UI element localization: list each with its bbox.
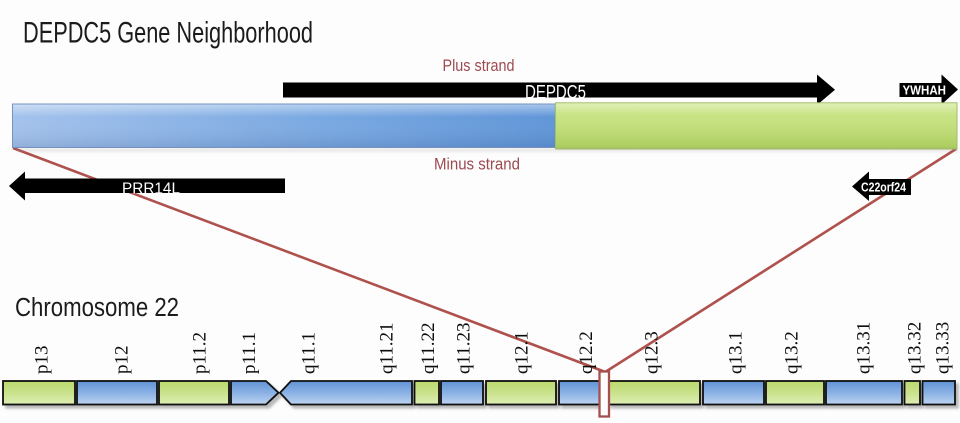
svg-text:Chromosome 22: Chromosome 22 <box>15 294 179 322</box>
svg-text:q13.2: q13.2 <box>782 331 803 374</box>
svg-text:q13.33: q13.33 <box>933 322 954 374</box>
svg-text:q12.2: q12.2 <box>576 331 597 374</box>
svg-text:DEPDC5: DEPDC5 <box>525 83 586 104</box>
svg-text:q13.31: q13.31 <box>854 322 875 374</box>
svg-text:p13: p13 <box>32 346 53 375</box>
svg-text:q12.3: q12.3 <box>642 331 663 374</box>
svg-text:PRR14L: PRR14L <box>122 181 180 198</box>
svg-text:q11.21: q11.21 <box>377 322 398 374</box>
svg-text:q11.23: q11.23 <box>454 322 475 374</box>
svg-text:q11.1: q11.1 <box>299 332 320 374</box>
svg-text:C22orf24: C22orf24 <box>861 180 907 195</box>
svg-text:YWHAH: YWHAH <box>903 84 947 98</box>
svg-text:DEPDC5 Gene Neighborhood: DEPDC5 Gene Neighborhood <box>23 17 313 50</box>
svg-text:q12.1: q12.1 <box>512 331 533 374</box>
svg-text:p11.2: p11.2 <box>190 332 211 374</box>
svg-text:Plus strand: Plus strand <box>443 57 515 75</box>
svg-text:p12: p12 <box>112 346 133 375</box>
svg-text:q11.22: q11.22 <box>418 322 439 374</box>
svg-text:p11.1: p11.1 <box>239 332 260 374</box>
svg-text:Minus strand: Minus strand <box>434 156 520 174</box>
svg-text:q13.1: q13.1 <box>726 331 747 374</box>
svg-text:q13.32: q13.32 <box>905 322 926 374</box>
